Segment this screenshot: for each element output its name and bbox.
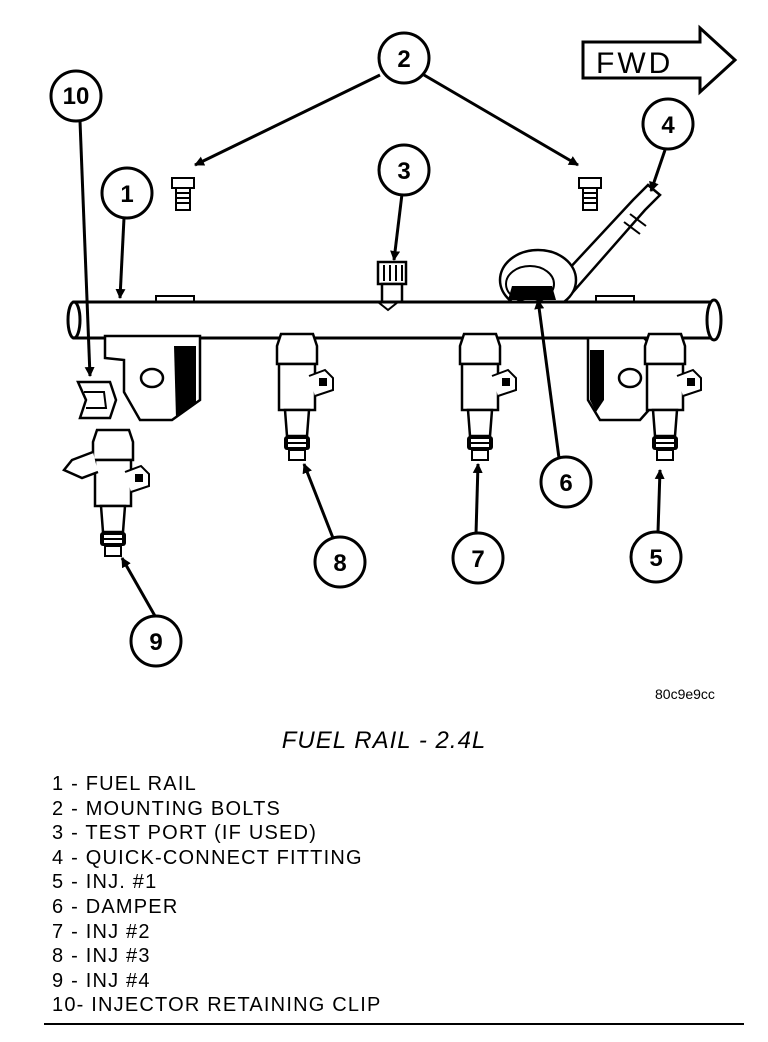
left-bracket (103, 334, 202, 422)
injector-retaining-clip (76, 380, 118, 420)
injector-2 (458, 332, 518, 462)
legend-item: 5 - INJ. #1 (52, 871, 158, 894)
forward-label: FWD (596, 47, 673, 80)
callout-10: 10 (49, 69, 103, 123)
legend-item: 8 - INJ #3 (52, 945, 151, 968)
svg-text:9: 9 (149, 629, 162, 656)
figure-code: 80c9e9cc (655, 686, 715, 702)
legend-list: 1 - FUEL RAIL 2 - MOUNTING BOLTS 3 - TES… (52, 772, 382, 1018)
legend-item: 1 - FUEL RAIL (52, 773, 197, 795)
callout-5: 5 (629, 530, 683, 584)
fuel-rail (66, 295, 723, 342)
test-port (376, 260, 408, 304)
leader-lines (78, 73, 667, 617)
fuel-rail-diagram: FWD (49, 24, 738, 668)
svg-text:5: 5 (649, 545, 662, 572)
injector-3 (275, 332, 335, 462)
legend-item: 10- INJECTOR RETAINING CLIP (52, 994, 382, 1017)
mounting-bolt-right (578, 177, 602, 211)
callout-6: 6 (539, 455, 593, 509)
legend-item: 9 - INJ #4 (52, 969, 151, 992)
mounting-bolt-left (171, 177, 195, 211)
callout-9: 9 (129, 614, 183, 668)
injector-4 (62, 428, 151, 558)
svg-text:6: 6 (559, 470, 572, 497)
svg-text:4: 4 (661, 112, 675, 139)
svg-text:7: 7 (471, 546, 484, 573)
damper (498, 248, 578, 312)
svg-text:10: 10 (63, 83, 90, 110)
figure-title: FUEL RAIL - 2.4L (281, 727, 487, 754)
callout-7: 7 (451, 531, 505, 585)
callout-8: 8 (313, 535, 367, 589)
callout-3: 3 (377, 143, 431, 197)
legend-item: 7 - INJ #2 (52, 920, 151, 943)
legend-item: 4 - QUICK-CONNECT FITTING (52, 846, 363, 869)
legend-item: 6 - DAMPER (52, 895, 179, 918)
divider-line (44, 1023, 744, 1025)
svg-text:1: 1 (120, 181, 133, 208)
callout-2: 2 (377, 31, 431, 85)
callout-4: 4 (641, 97, 695, 151)
legend-item: 2 - MOUNTING BOLTS (52, 797, 282, 820)
svg-text:3: 3 (397, 158, 410, 185)
svg-text:2: 2 (397, 46, 410, 73)
svg-text:8: 8 (333, 550, 346, 577)
forward-arrow-icon: FWD (581, 24, 738, 96)
injector-1 (643, 332, 703, 462)
legend-item: 3 - TEST PORT (IF USED) (52, 822, 318, 845)
callout-1: 1 (100, 166, 154, 220)
